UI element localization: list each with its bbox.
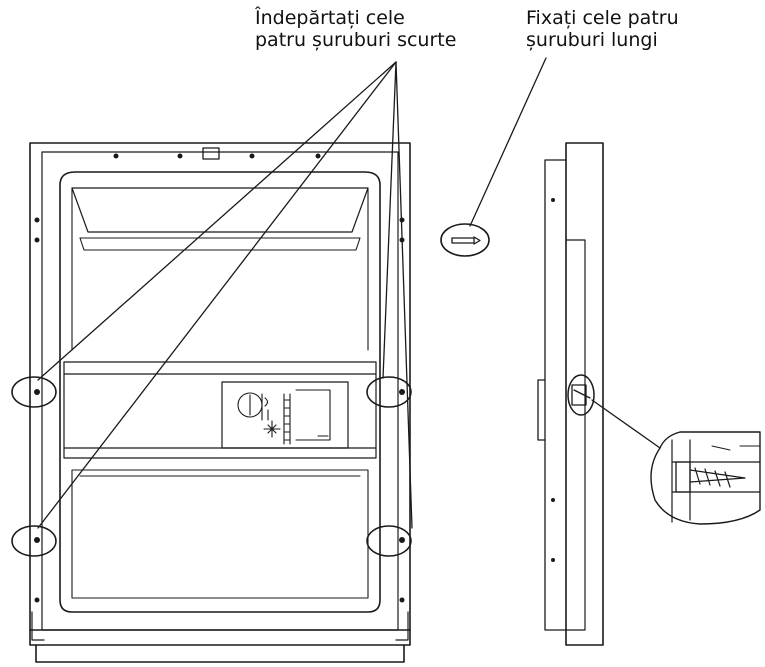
- door-middle-band: [63, 361, 377, 459]
- remove-label-leaders: [37, 61, 413, 529]
- side-screw-bracket: [571, 384, 591, 406]
- rinse-aid-symbol: [263, 420, 281, 438]
- frame-holes: [34, 153, 405, 603]
- door-frame-inner: [41, 151, 399, 631]
- side-panel-outer: [565, 142, 604, 646]
- screw-marker-left-top: [11, 376, 57, 408]
- side-panel-step: [565, 239, 586, 631]
- long-screw-icon: [451, 236, 481, 245]
- remove-short-screws-label: Îndepărtați cele patru șuruburi scurte: [255, 7, 456, 51]
- control-panel-box: [221, 381, 349, 449]
- screw-marker-right-bottom: [366, 525, 412, 557]
- fix-label-line-2: șuruburi lungi: [526, 29, 658, 51]
- screw-detail-zoom: [650, 431, 761, 525]
- detail-leader: [591, 399, 661, 449]
- door-upper-shelf: [79, 237, 361, 251]
- door-latch: [202, 147, 220, 160]
- door-outer-frame: [29, 142, 411, 646]
- control-panel-details: [237, 389, 331, 445]
- side-panel-inner: [544, 159, 567, 631]
- door-base-strip: [29, 629, 411, 663]
- short-screw-markers: [11, 376, 412, 557]
- door-lower-recess: [71, 469, 369, 599]
- door-upper-recess: [71, 187, 369, 233]
- long-screw-marker: [440, 223, 490, 257]
- door-side-view: [537, 142, 604, 646]
- fix-label-line-1: Fixați cele patru: [526, 7, 679, 29]
- detail-screw-head: [675, 461, 691, 493]
- door-bottom-feet: [31, 611, 409, 641]
- detail-zoom-outline: [650, 431, 761, 525]
- screw-marker-right-top: [366, 376, 412, 408]
- door-upper-sides: [71, 187, 369, 351]
- side-handle: [537, 379, 546, 441]
- side-screw-marker: [567, 374, 595, 416]
- detail-bracket: [671, 439, 761, 523]
- detergent-slots: [283, 393, 291, 445]
- fix-label-leader: [469, 57, 547, 227]
- door-inner-panel: [59, 171, 381, 613]
- remove-label-line-1: Îndepărtați cele: [255, 7, 405, 29]
- long-screw-illustration: [440, 57, 547, 257]
- fix-long-screws-label: Fixați cele patru șuruburi lungi: [526, 7, 679, 51]
- door-front-view: [29, 142, 411, 663]
- detail-screw: [689, 467, 746, 488]
- remove-label-line-2: patru șuruburi scurte: [255, 29, 457, 51]
- screw-marker-left-bottom: [11, 525, 57, 557]
